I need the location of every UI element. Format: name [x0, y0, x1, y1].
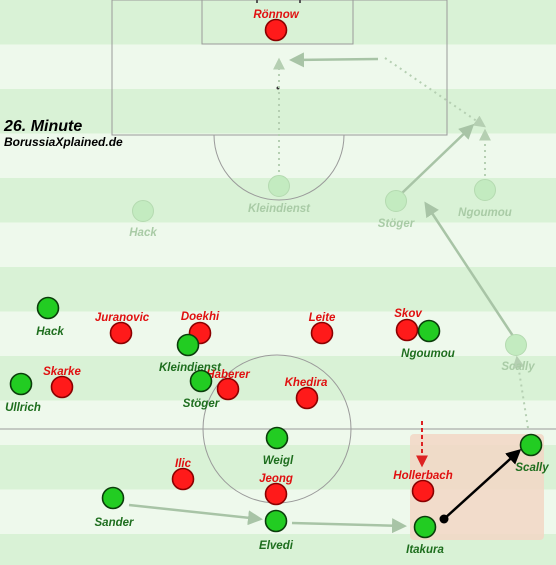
player-scally: Scally — [515, 433, 549, 474]
player-marker — [36, 296, 60, 320]
player-label: Ilic — [175, 458, 192, 470]
player-skov: Skov — [394, 308, 422, 342]
player-marker — [519, 433, 543, 457]
player-marker — [265, 426, 289, 450]
player-leite: Leite — [309, 312, 336, 345]
arrow-itakura-scally — [443, 448, 522, 520]
player-label: Weigl — [263, 455, 294, 467]
player-label: Stöger — [183, 398, 220, 410]
player-hack: Hack — [36, 296, 64, 338]
player-weigl: Weigl — [263, 426, 294, 467]
player-itakura: Itakura — [406, 515, 444, 556]
player-ngoumou-ghost: Ngoumou — [458, 179, 512, 219]
player-marker — [417, 319, 441, 343]
movement-arrows — [128, 52, 529, 534]
player-marker — [505, 334, 527, 356]
arrow-stoger-run — [400, 123, 475, 195]
player-ronnow: Rönnow — [253, 9, 300, 42]
player-marker — [385, 190, 407, 212]
player-marker — [109, 321, 133, 345]
player-label: Jeong — [259, 473, 293, 485]
player-label: Kleindienst — [159, 362, 222, 374]
player-label: Doekhi — [181, 311, 220, 323]
arrow-pass-to-stoger — [424, 201, 515, 337]
player-marker — [268, 175, 290, 197]
player-marker — [176, 333, 200, 357]
goal-post-marks — [256, 0, 301, 3]
player-marker — [132, 200, 154, 222]
player-label: Skov — [394, 308, 422, 320]
arrow-elvedi-itakura — [291, 518, 407, 534]
goal-box — [201, 0, 354, 45]
player-marker — [474, 179, 496, 201]
player-marker — [310, 321, 334, 345]
player-label: Leite — [309, 312, 336, 324]
player-marker — [264, 18, 288, 42]
player-marker — [189, 369, 213, 393]
player-juranovic: Juranovic — [95, 312, 150, 345]
player-label: Khedira — [285, 377, 328, 389]
player-marker — [101, 486, 125, 510]
pitch-stripe — [0, 222, 556, 268]
player-ilic: Ilic — [171, 458, 195, 491]
pitch-stripe — [0, 44, 556, 90]
player-skarke: Skarke — [43, 366, 81, 399]
player-label: Hack — [36, 326, 64, 338]
player-marker — [264, 482, 288, 506]
player-label: Skarke — [43, 366, 81, 378]
player-label: Sander — [95, 517, 135, 529]
player-label: Stöger — [378, 218, 415, 230]
minute-caption: 26. Minute — [3, 118, 82, 135]
player-label: Elvedi — [259, 540, 294, 552]
player-marker — [295, 386, 319, 410]
player-label: Ngoumou — [458, 207, 512, 219]
player-label: Ullrich — [5, 402, 41, 414]
player-stoger-ghost: Stöger — [378, 190, 415, 230]
player-label: Itakura — [406, 544, 444, 556]
player-kleindienst: Kleindienst — [159, 333, 222, 374]
player-marker — [216, 377, 240, 401]
player-hack-ghost: Hack — [129, 200, 157, 239]
player-label: Juranovic — [95, 312, 150, 324]
player-label: Scally — [501, 361, 535, 373]
player-kleindienst-ghost: Kleindienst — [248, 175, 311, 215]
source-caption: BorussiaXplained.de — [4, 135, 123, 149]
player-sander: Sander — [95, 486, 135, 529]
player-marker — [9, 372, 33, 396]
pitch-stripe — [0, 267, 556, 312]
player-label: Haberer — [206, 369, 250, 381]
ball — [439, 514, 449, 524]
player-label: Kleindienst — [248, 203, 311, 215]
player-ullrich: Ullrich — [5, 372, 41, 414]
player-marker — [171, 467, 195, 491]
player-scally-ghost: Scally — [501, 334, 535, 373]
player-label: Hollerbach — [393, 470, 452, 482]
arrow-pass-to-center — [289, 52, 379, 68]
player-ngoumou: Ngoumou — [401, 319, 455, 360]
player-marker — [411, 479, 435, 503]
player-marker — [50, 375, 74, 399]
pitch-stripe — [0, 356, 556, 401]
player-marker — [395, 318, 419, 342]
penalty-arc — [213, 134, 345, 201]
player-elvedi: Elvedi — [259, 509, 294, 552]
player-marker — [413, 515, 437, 539]
player-label: Hack — [129, 227, 157, 239]
player-hollerbach: Hollerbach — [393, 470, 453, 503]
pitch-stripe — [0, 311, 556, 357]
player-khedira: Khedira — [285, 377, 328, 410]
player-haberer: Haberer — [206, 369, 250, 401]
arrow-cross-dotted — [384, 57, 486, 128]
players: RönnowKleindienstStögerNgoumouHackScally… — [5, 9, 549, 556]
player-label: Scally — [515, 462, 549, 474]
player-marker — [264, 509, 288, 533]
player-label: Rönnow — [253, 9, 299, 21]
player-jeong: Jeong — [259, 473, 293, 506]
player-stoger: Stöger — [183, 369, 220, 410]
player-label: Ngoumou — [401, 348, 455, 360]
arrow-sander-elvedi — [128, 503, 263, 526]
